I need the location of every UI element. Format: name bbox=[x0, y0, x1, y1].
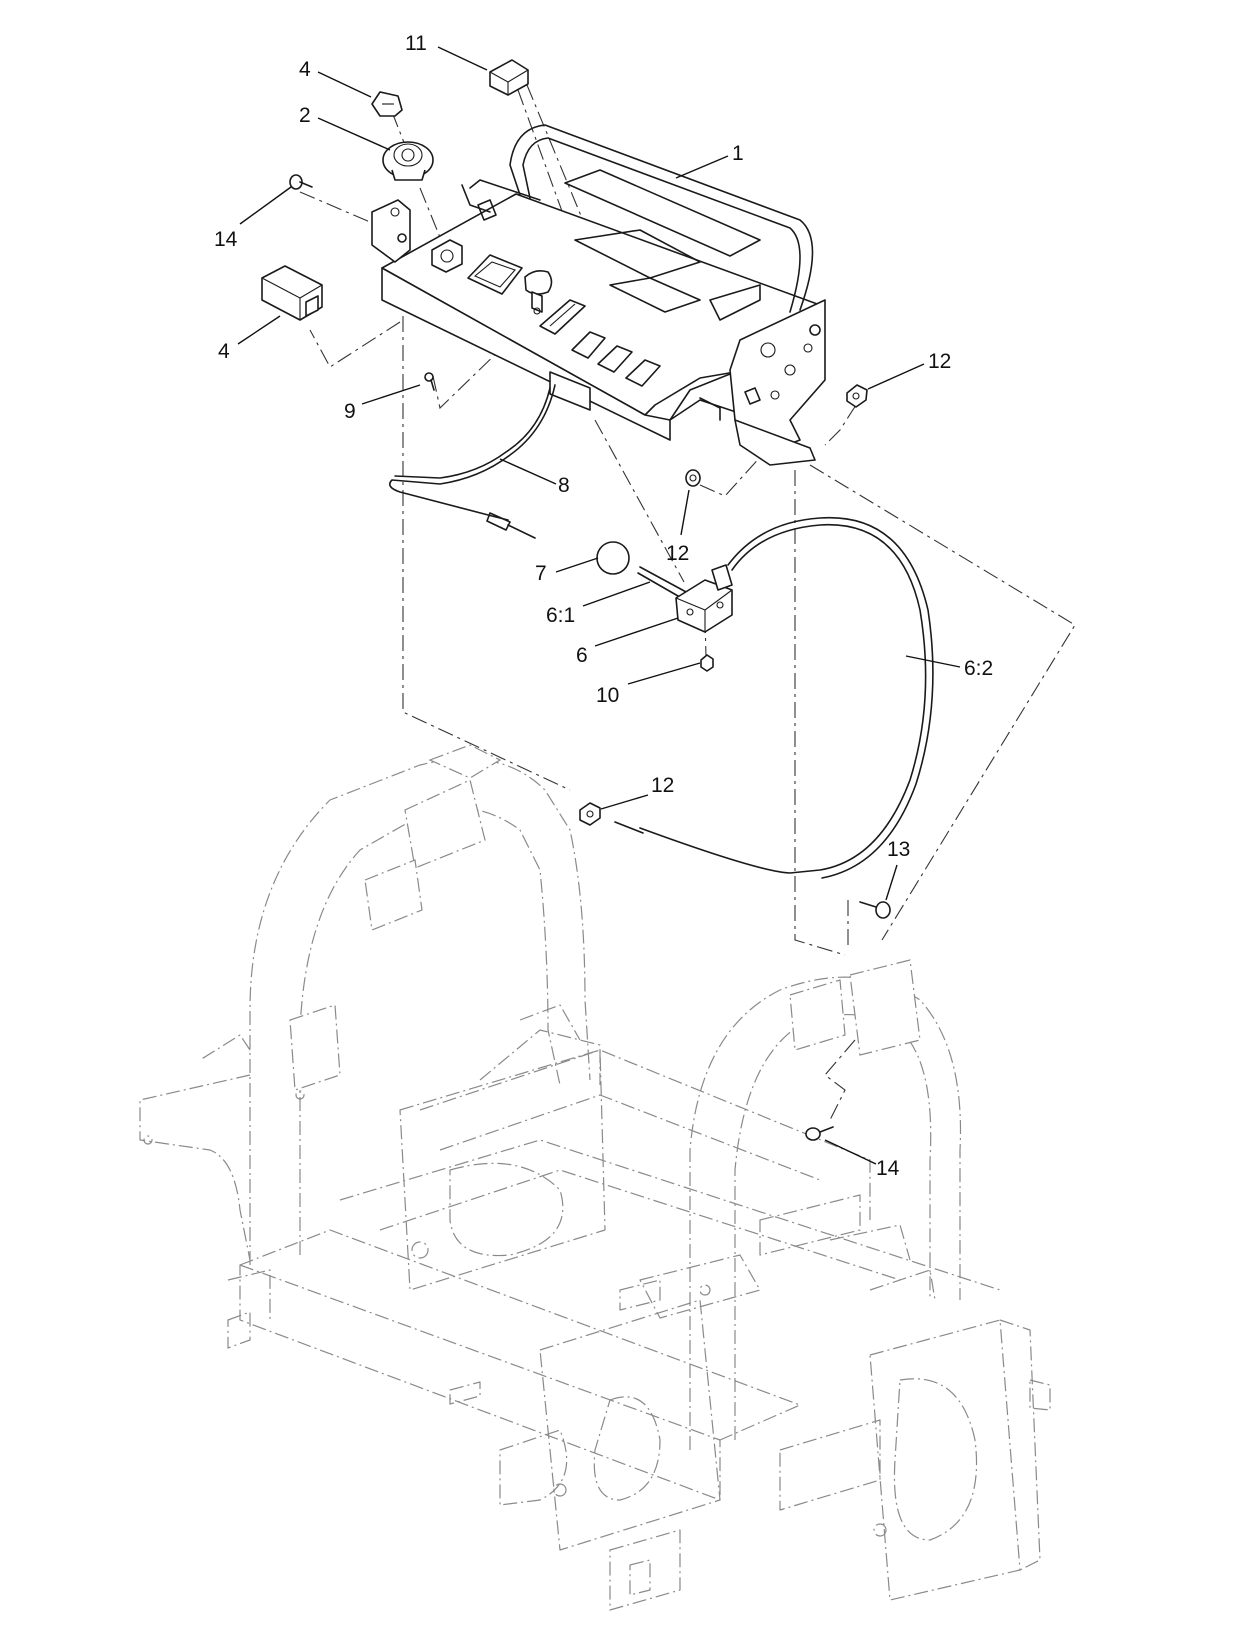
callout-6: 6 bbox=[576, 644, 588, 667]
part-4-hour-meter bbox=[261, 265, 323, 321]
part-7-knob bbox=[596, 541, 630, 575]
console-panel bbox=[371, 124, 826, 466]
part-2-switch bbox=[382, 141, 434, 181]
callout-12-lower: 12 bbox=[651, 774, 674, 797]
part-8-cable bbox=[389, 384, 556, 539]
callout-13: 14 bbox=[214, 228, 238, 251]
part-12-nut-upper bbox=[846, 384, 868, 408]
part-14-bolt-lower bbox=[805, 1126, 834, 1141]
part-14-bolt-upper bbox=[859, 901, 891, 919]
callout-12-upper: 12 bbox=[928, 350, 951, 373]
part-13-screw bbox=[289, 174, 313, 190]
part-6-2-cable bbox=[614, 516, 934, 879]
callout-1: 1 bbox=[732, 142, 744, 165]
callout-4: 4 bbox=[218, 340, 230, 363]
leader-lines bbox=[237, 46, 961, 1165]
callout-14-lower: 14 bbox=[876, 1157, 900, 1180]
part-11-plug bbox=[489, 59, 529, 96]
callout-12-middle: 12 bbox=[666, 542, 689, 565]
callout-14-upper: 13 bbox=[887, 838, 910, 861]
part-12-nut-lower bbox=[579, 802, 601, 826]
part-9-rivet bbox=[424, 372, 435, 391]
callout-6-2: 6:2 bbox=[964, 657, 993, 680]
callout-11: 11 bbox=[405, 32, 427, 55]
callout-2: 2 bbox=[299, 104, 311, 127]
callout-7: 7 bbox=[535, 562, 547, 585]
callout-labels: 11 4 2 1 14 4 12 9 8 12 7 6:1 6 6:2 10 1… bbox=[214, 32, 993, 1180]
callout-3: 4 bbox=[299, 58, 311, 81]
callout-10: 10 bbox=[596, 684, 619, 707]
callout-8: 8 bbox=[558, 474, 570, 497]
part-6-throttle-control bbox=[637, 564, 733, 633]
callout-6-1: 6:1 bbox=[546, 604, 575, 627]
part-10-nut bbox=[700, 654, 714, 672]
machine-frame bbox=[139, 744, 1051, 1611]
part-3-key bbox=[371, 91, 403, 117]
part-12-nut-middle bbox=[685, 469, 701, 487]
callout-9: 9 bbox=[344, 400, 356, 423]
